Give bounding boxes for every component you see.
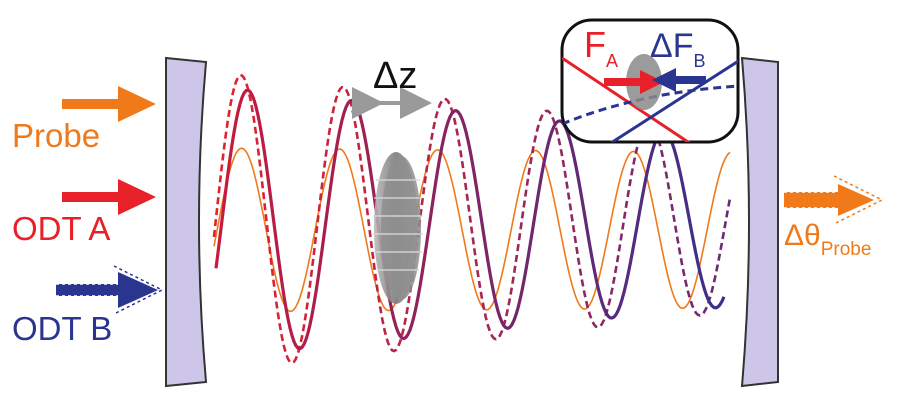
probe-output-arrow-icon [784,175,884,225]
probe-label: Probe [12,117,100,154]
odt-a-arrow-icon [62,179,156,215]
odt-b-label: ODT B [12,310,112,347]
force-b-label: ΔFB [650,27,706,71]
force-a-arrow-icon [604,70,664,94]
force-a-label: FA [584,24,618,71]
left-mirror-icon [165,56,208,388]
odt-a-standing-wave [214,88,726,351]
atom-cloud-icon [373,152,423,304]
probe-arrow-icon [62,86,156,122]
right-mirror-icon [740,56,779,388]
odt-b-arrow-icon [56,265,164,315]
force-b-arrow-icon [652,68,706,92]
delta-z-label: Δz [373,55,417,97]
force-inset: FA ΔFB [560,18,740,144]
odt-a-label: ODT A [12,210,110,247]
delta-theta-label: ΔθProbe [784,219,871,260]
probe-standing-wave [213,147,731,313]
